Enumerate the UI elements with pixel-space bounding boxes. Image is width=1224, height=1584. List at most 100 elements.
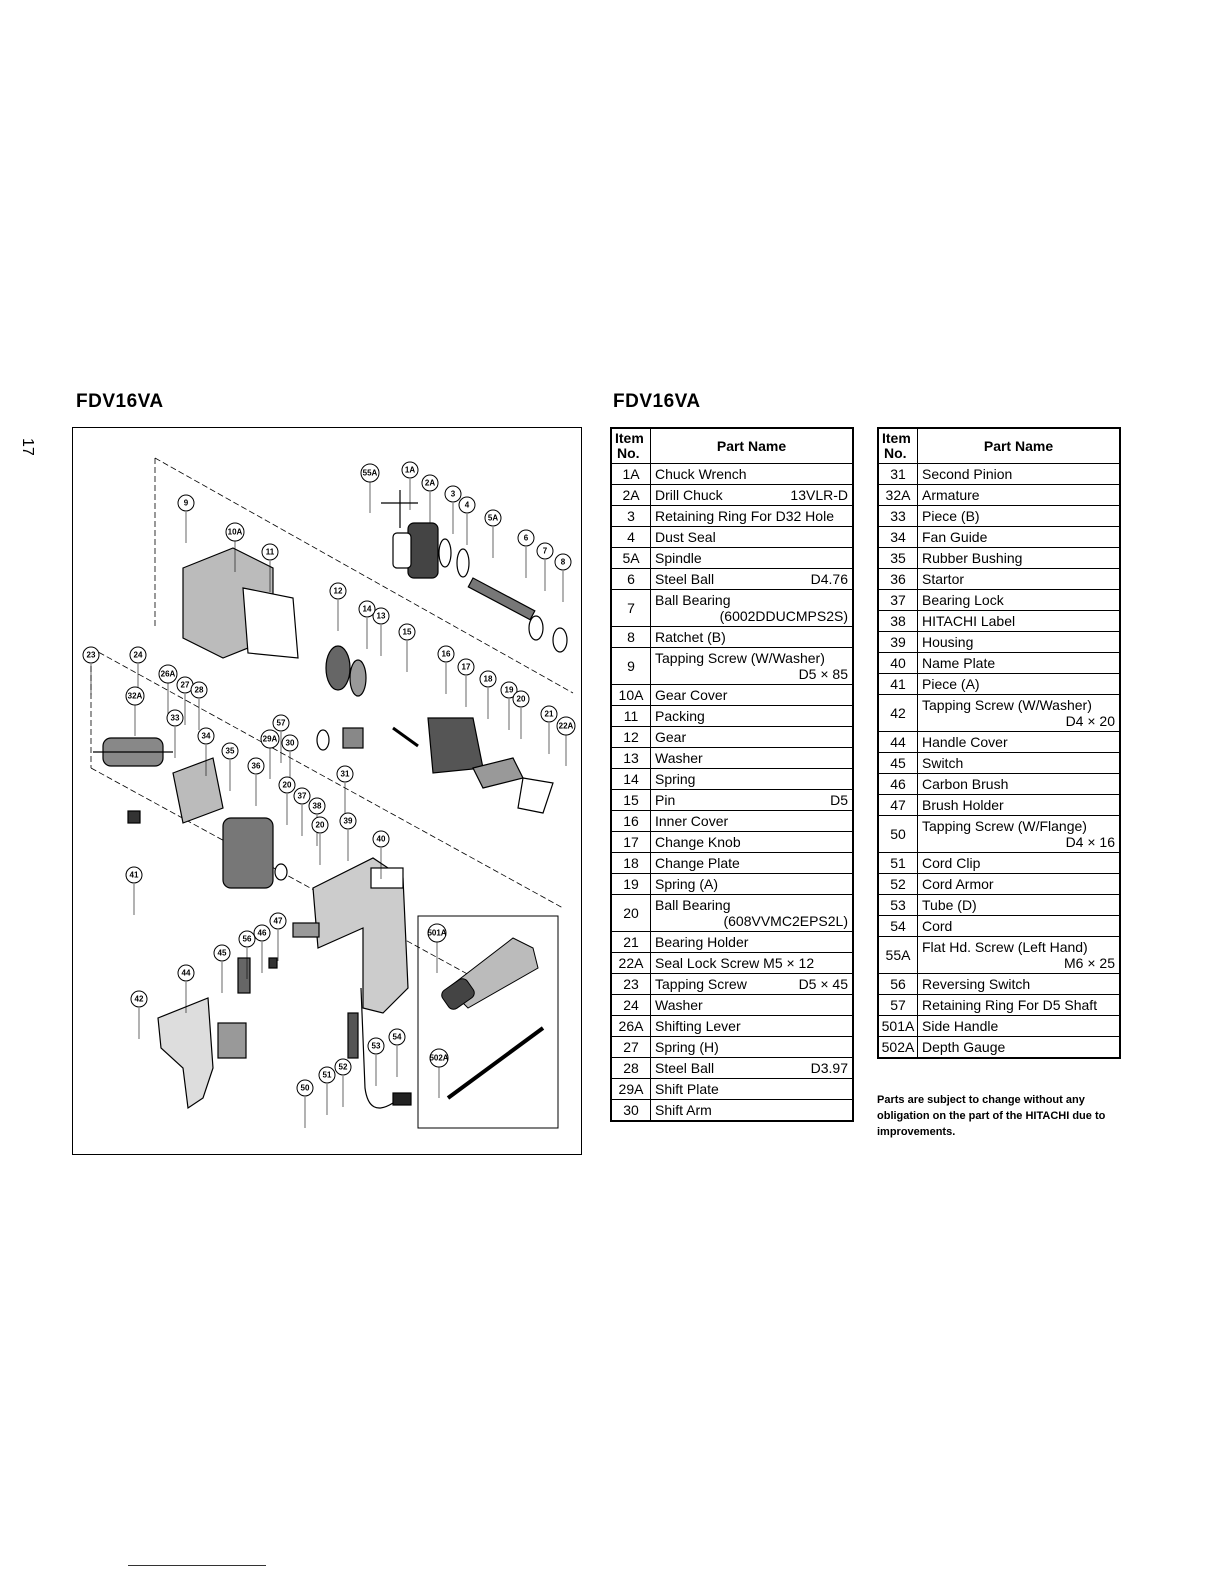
part-name: Shift Arm	[650, 1099, 854, 1122]
item-number: 57	[877, 994, 918, 1016]
callout-34: 34	[197, 727, 215, 776]
item-number: 6	[610, 568, 651, 590]
item-number: 10A	[610, 684, 651, 706]
svg-text:4: 4	[465, 501, 470, 510]
svg-text:6: 6	[524, 534, 529, 543]
svg-text:11: 11	[266, 548, 275, 557]
callout-11: 11	[261, 543, 279, 592]
svg-text:46: 46	[258, 929, 267, 938]
part-name-text: Ball Bearing	[655, 592, 731, 608]
part-name: HITACHI Label	[917, 610, 1121, 632]
item-number: 19	[610, 873, 651, 895]
callout-36: 36	[247, 757, 265, 806]
svg-text:28: 28	[195, 686, 204, 695]
part-name: Housing	[917, 631, 1121, 653]
part-name: Tapping Screw (W/Washer)D5 × 85	[650, 647, 854, 685]
item-number: 34	[877, 526, 918, 548]
callout-20: 20	[311, 816, 329, 865]
part-name-text: Inner Cover	[655, 813, 729, 829]
part-name-text: Brush Holder	[922, 797, 1004, 813]
callout-45: 45	[213, 944, 231, 993]
svg-text:51: 51	[323, 1071, 332, 1080]
svg-text:34: 34	[202, 732, 211, 741]
callout-501A: 501A	[427, 923, 447, 973]
svg-text:30: 30	[286, 739, 295, 748]
part-name-text: Washer	[655, 997, 703, 1013]
part-name: Cord	[917, 915, 1121, 937]
item-number: 501A	[877, 1015, 918, 1037]
part-name-text: Spindle	[655, 550, 702, 566]
part-name-text: Gear	[655, 729, 687, 745]
part-name-text: Washer	[655, 750, 703, 766]
svg-text:7: 7	[543, 547, 548, 556]
svg-text:44: 44	[182, 969, 191, 978]
callout-15: 15	[398, 623, 416, 672]
item-number: 4	[610, 526, 651, 548]
callout-29A: 29A	[260, 729, 280, 779]
part-name-text: Cord	[922, 918, 953, 934]
svg-text:38: 38	[313, 802, 322, 811]
svg-text:31: 31	[341, 770, 350, 779]
part-name: Armature	[917, 484, 1121, 506]
part-name-text: Change Knob	[655, 834, 741, 850]
item-number: 29A	[610, 1078, 651, 1100]
callout-24: 24	[129, 646, 147, 695]
part-name: Seal Lock Screw M5 × 12	[650, 952, 854, 974]
item-number: 33	[877, 505, 918, 527]
part-name-text: Ratchet (B)	[655, 629, 726, 645]
callout-3: 3	[444, 485, 462, 534]
item-number: 44	[877, 731, 918, 753]
svg-text:27: 27	[181, 681, 190, 690]
part-name-text: Seal Lock Screw M5 × 12	[655, 955, 815, 971]
part-name-text: Spring	[655, 771, 696, 787]
diagram-title: FDV16VA	[76, 391, 164, 412]
drill-chuck-drawing	[381, 490, 568, 653]
part-name: Ratchet (B)	[650, 626, 854, 648]
callout-1A: 1A	[401, 461, 419, 510]
item-number: 11	[610, 705, 651, 727]
part-name-text: Retaining Ring For D5 Shaft	[922, 997, 1098, 1013]
part-name: Dust Seal	[650, 526, 854, 548]
callout-12: 12	[329, 582, 347, 631]
part-name-text: Change Plate	[655, 855, 740, 871]
guide-line-upper	[154, 457, 574, 694]
svg-text:33: 33	[171, 714, 180, 723]
part-name: Chuck Wrench	[650, 463, 854, 485]
svg-text:57: 57	[277, 719, 286, 728]
item-number: 24	[610, 994, 651, 1016]
item-number: 13	[610, 747, 651, 769]
part-spec: (6002DDUCMPS2S)	[719, 608, 848, 624]
svg-text:5A: 5A	[488, 514, 498, 523]
callout-5A: 5A	[484, 509, 502, 558]
part-name-text: Reversing Switch	[922, 976, 1031, 992]
callout-47: 47	[269, 912, 287, 961]
svg-text:35: 35	[226, 747, 235, 756]
item-number: 30	[610, 1099, 651, 1122]
part-name-text: Armature	[922, 487, 980, 503]
svg-text:29A: 29A	[263, 735, 278, 744]
callout-21: 21	[540, 705, 558, 754]
callout-39: 39	[339, 812, 357, 861]
item-number: 38	[877, 610, 918, 632]
svg-text:22A: 22A	[559, 722, 574, 731]
svg-text:20: 20	[517, 695, 526, 704]
svg-text:2A: 2A	[425, 479, 435, 488]
part-name-text: Ball Bearing	[655, 897, 731, 913]
part-name-text: Drill Chuck	[655, 487, 723, 503]
part-spec: D4.76	[810, 571, 848, 587]
